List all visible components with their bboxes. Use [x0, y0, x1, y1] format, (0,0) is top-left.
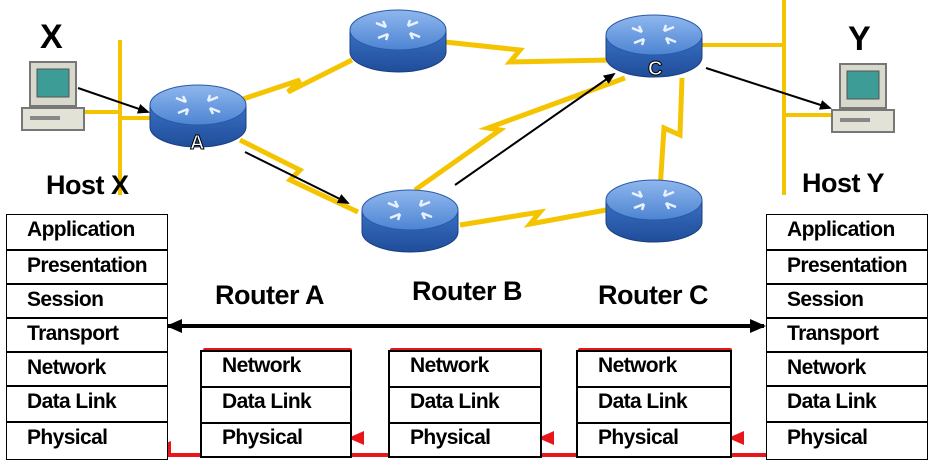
layer-network: Network [202, 352, 350, 388]
layer-network: Network [390, 352, 540, 388]
flow-up-host-y [730, 243, 784, 457]
arrow-b-to-c [454, 72, 616, 186]
host-x-osi-stack: Application Presentation Session Transpo… [6, 214, 168, 460]
layer-label: Network [222, 354, 301, 377]
host-y-label: Host Y [802, 168, 885, 198]
layer-label: Presentation [27, 254, 148, 277]
layer-label: Presentation [787, 254, 908, 277]
layer-network: Network [7, 353, 167, 387]
router-a-icon [149, 84, 247, 148]
layer-label: Network [598, 354, 677, 377]
layer-physical: Physical [767, 423, 927, 459]
router-a-mark: A [189, 132, 205, 155]
layer-transport: Transport [7, 319, 167, 353]
router-a-stack: Network Data Link Physical [200, 350, 352, 458]
layer-label: Physical [787, 426, 868, 449]
layer-application: Application [767, 215, 927, 251]
layer-network: Network [767, 353, 927, 387]
routers [149, 9, 703, 253]
router-c-label: Router C [598, 280, 709, 310]
layer-data-link: Data Link [390, 388, 540, 424]
layer-label: Physical [27, 426, 108, 449]
arrow-a-to-b [244, 151, 350, 204]
layer-label: Application [27, 218, 135, 241]
router-b-stack: Network Data Link Physical [388, 350, 542, 458]
layer-data-link: Data Link [578, 388, 730, 424]
layer-label: Data Link [787, 390, 877, 413]
layer-physical: Physical [202, 424, 350, 458]
arrow-x-to-a [77, 87, 150, 114]
router-b-icon [361, 189, 459, 253]
router-b-label: Router B [412, 276, 523, 306]
layer-data-link: Data Link [767, 387, 927, 423]
router-c-stack: Network Data Link Physical [576, 350, 732, 458]
layer-data-link: Data Link [7, 387, 167, 423]
layer-label: Network [787, 356, 866, 379]
layer-physical: Physical [7, 423, 167, 459]
layer-label: Physical [410, 426, 491, 449]
serial-links [238, 39, 685, 228]
layer-transport: Transport [767, 319, 927, 353]
host-y-osi-stack: Application Presentation Session Transpo… [766, 214, 928, 460]
layer-physical: Physical [578, 424, 730, 458]
layer-session: Session [7, 285, 167, 319]
layer-label: Physical [222, 426, 303, 449]
layer-label: Data Link [410, 390, 500, 413]
layer-label: Network [27, 356, 106, 379]
layer-network: Network [578, 352, 730, 388]
link-c-bottom [657, 77, 685, 191]
layer-label: Session [787, 288, 864, 311]
router-bottom-icon [605, 179, 703, 243]
layer-data-link: Data Link [202, 388, 350, 424]
host-x-label: Host X [46, 170, 129, 200]
link-a-top [239, 57, 354, 103]
host-y-letter: Y [848, 20, 871, 58]
layer-label: Physical [598, 426, 679, 449]
arrow-c-to-y [705, 67, 832, 110]
layer-label: Data Link [598, 390, 688, 413]
layer-label: Session [27, 288, 104, 311]
layer-presentation: Presentation [7, 251, 167, 285]
layer-label: Application [787, 218, 895, 241]
router-top-icon [349, 9, 447, 73]
layer-label: Network [410, 354, 489, 377]
link-b-bottom [459, 207, 607, 228]
layer-label: Transport [27, 322, 119, 345]
link-top-c [444, 39, 611, 65]
packet-path-arrows [77, 67, 832, 204]
ethernet-segments [80, 0, 832, 195]
layer-application: Application [7, 215, 167, 251]
layer-label: Data Link [222, 390, 312, 413]
link-a-b [238, 137, 360, 215]
host-x-letter: X [40, 18, 63, 56]
router-a-label: Router A [215, 280, 325, 310]
host-x-computer-icon [21, 61, 85, 131]
router-c-icon [605, 14, 703, 78]
layer-label: Data Link [27, 390, 117, 413]
layer-session: Session [767, 285, 927, 319]
layer-physical: Physical [390, 424, 540, 458]
link-b-c [413, 75, 626, 193]
host-y-computer-icon [831, 63, 895, 133]
layer-label: Transport [787, 322, 879, 345]
layer-presentation: Presentation [767, 251, 927, 285]
router-c-mark: C [647, 58, 663, 81]
